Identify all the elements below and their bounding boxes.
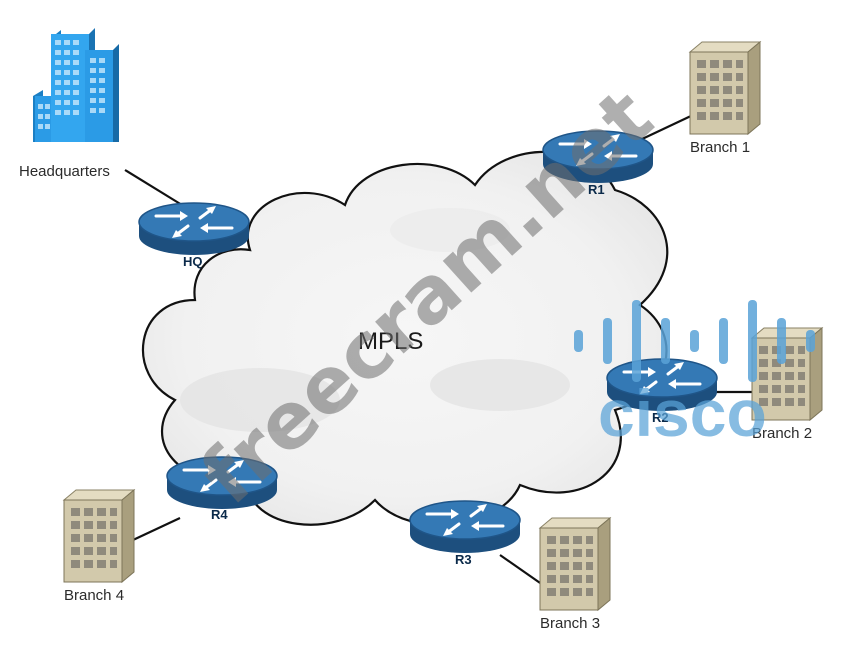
branch4-label: Branch 4 (64, 587, 124, 604)
link-r1-branch1 (639, 114, 694, 141)
router-r3-icon (408, 499, 522, 555)
branch1-label: Branch 1 (690, 139, 750, 156)
branch4-building-icon (63, 489, 135, 583)
router-hq-label: HQ (183, 254, 203, 269)
branch2-label: Branch 2 (752, 425, 812, 442)
cloud-label: MPLS (358, 328, 423, 355)
link-r4-branch4 (132, 517, 181, 541)
branch3-label: Branch 3 (540, 615, 600, 632)
router-r1-label: R1 (588, 182, 605, 197)
branch1-building-icon (689, 41, 761, 135)
router-r3-label: R3 (455, 552, 472, 567)
router-hq-icon (137, 201, 251, 257)
link-r3-branch3 (499, 554, 544, 586)
cisco-logo-text: cisco (598, 376, 767, 450)
branch3-building-icon (539, 517, 611, 611)
router-r2-label: R2 (652, 410, 669, 425)
link-headquarters-hq (124, 169, 183, 206)
headquarters-label: Headquarters (19, 163, 110, 180)
cisco-logo-icon: cisco (574, 300, 815, 450)
mpls-cloud: MPLS (141, 150, 669, 527)
headquarters-building-icon (33, 28, 119, 142)
router-r4-label: R4 (211, 507, 228, 522)
